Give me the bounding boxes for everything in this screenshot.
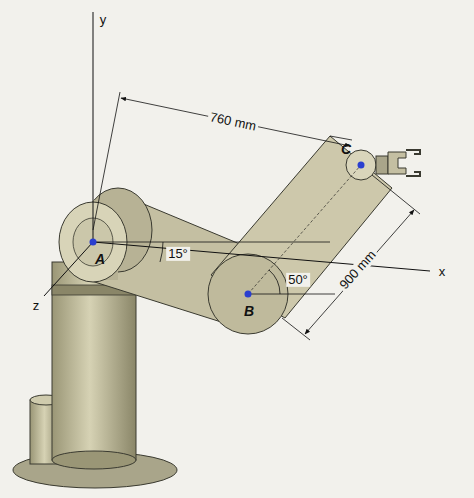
point-label: C: [339, 142, 353, 157]
dimension: 900 mm: [336, 246, 381, 293]
angle-label: 15°: [166, 247, 190, 261]
axis-label: z: [31, 299, 42, 313]
axis-label: y: [98, 13, 109, 27]
point-label: B: [242, 304, 256, 319]
dimension: 760 mm: [207, 110, 260, 135]
axis-label: x: [437, 265, 448, 279]
point-label: A: [93, 252, 107, 267]
angle-label: 50°: [286, 273, 310, 287]
